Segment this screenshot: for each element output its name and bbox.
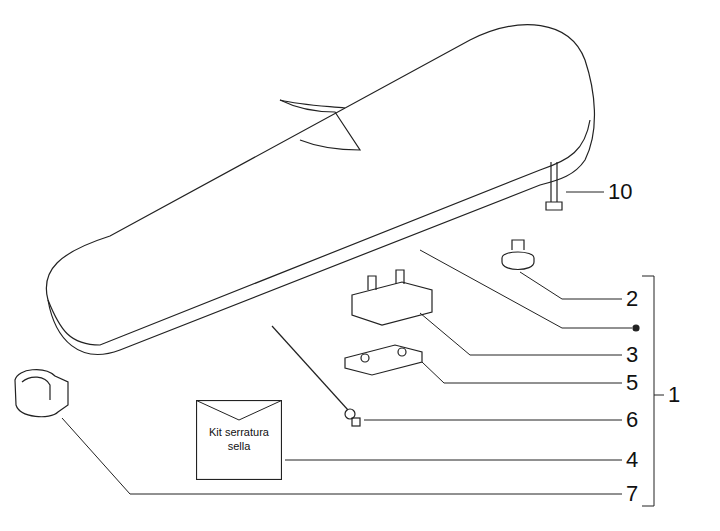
seat-seam	[280, 100, 345, 108]
package-outline	[197, 401, 282, 480]
group-bracket	[654, 395, 664, 396]
lock-cable	[272, 326, 360, 426]
group-bracket	[642, 276, 654, 506]
callout-number: 1	[668, 384, 680, 406]
callout-number: 7	[626, 483, 638, 505]
seat-block	[352, 270, 432, 325]
kit-package: Kit serratura sella	[196, 400, 282, 480]
callout-number: 3	[626, 344, 638, 366]
callout-number: 2	[626, 288, 638, 310]
seat-edge	[48, 120, 590, 345]
package-text: Kit serratura sella	[202, 426, 276, 454]
callout-number: 4	[626, 449, 638, 471]
rubber-buffer	[502, 240, 534, 270]
seat	[46, 25, 594, 355]
end-cap	[15, 370, 68, 417]
callout-number: 6	[626, 409, 638, 431]
leader-lines	[62, 192, 632, 494]
hinge-plate	[345, 345, 422, 375]
callout-number: 5	[626, 372, 638, 394]
package-flap	[197, 401, 282, 421]
callout-number: 10	[608, 181, 632, 203]
leader-dot	[633, 325, 639, 331]
bolt	[546, 162, 562, 210]
seat-band	[280, 100, 360, 150]
